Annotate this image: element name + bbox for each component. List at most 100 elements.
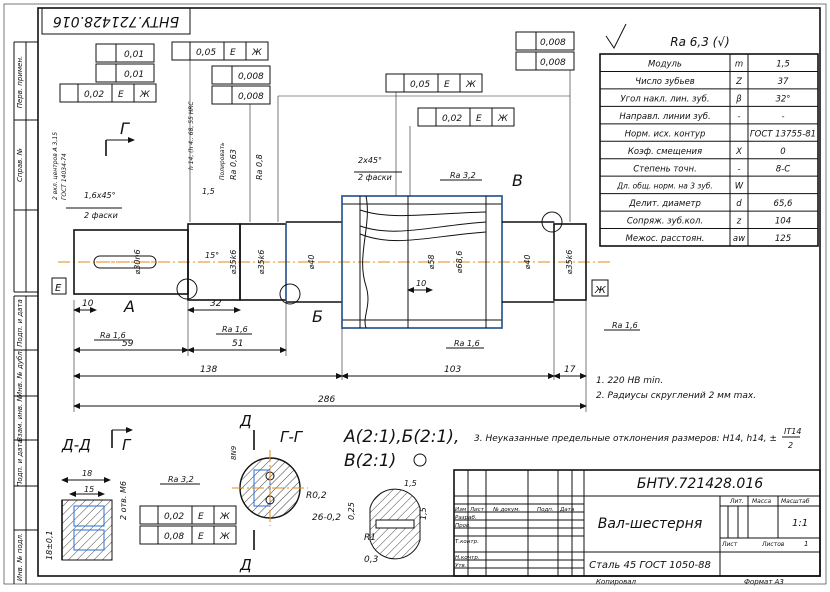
dim-l03: 0,3 [364,555,379,565]
section-G-mark: Г [120,119,130,138]
svg-text:Изм: Изм [455,507,466,513]
tol-5: 0,008 [238,72,264,82]
gear-param-symbol-0: m [735,60,743,70]
scale-note-1: А(2:1),Б(2:1), [343,427,459,447]
gear-param-value-8: 65,6 [774,199,794,209]
tol-11: 0,02 [164,512,184,522]
dim-d40a: ⌀40 [307,255,316,270]
scale-value: 1:1 [792,518,808,529]
ra-4: Ra 1,6 [612,321,638,330]
centers-note-1: 2 вкл. центров А 3,15 [52,132,59,200]
title-block: Изм Лист № докум. Подп. Дата Разраб. Про… [453,469,821,586]
svg-text:Е: Е [198,512,204,522]
title-designation: БНТУ.721428.016 [637,476,763,492]
tol-7: 0,05 [410,80,430,90]
svg-text:Н.контр.: Н.контр. [455,555,480,561]
svg-text:Лист: Лист [469,507,485,513]
svg-text:Ж: Ж [251,48,262,58]
detail-B: Б [312,307,323,326]
chamfer-1: 1,6x45° [84,191,116,200]
gear-param-symbol-2: β [735,94,742,104]
title-material: Сталь 45 ГОСТ 1050-88 [589,560,711,571]
side-stamp: Перв. примен. Справ. № Подп. и дата Инв.… [13,41,38,584]
dim-l10: 10 [82,299,94,309]
svg-text:1: 1 [804,540,808,548]
svg-text:Листов: Листов [761,541,785,548]
svg-text:Т.контр.: Т.контр. [455,539,479,545]
chamfer-2b: 2 фаски [358,173,392,182]
dim-d35b: ⌀35k6 [257,250,266,275]
note-3-num: IT14 [784,427,801,436]
thread-note: 2 отв. M6 [119,481,128,520]
svg-text:Утв.: Утв. [455,563,467,569]
dim-l15d: 1,5 [419,507,428,520]
detail-A: А [123,297,135,316]
tolerance-frames-left: 0,01 0,01 0,02 Е Ж 0,05 Е Ж 0,008 0,008 [59,41,271,222]
svg-text:Г: Г [122,436,132,454]
svg-text:Ж: Ж [219,532,230,542]
datum-E: Е [55,283,62,294]
svg-text:Лист: Лист [721,541,738,548]
gear-param-name-9: Сопряж. зуб.кол. [627,217,703,227]
title-part-name: Вал-шестерня [598,516,703,532]
dim-r1: R1 [364,533,376,543]
note-3-den: 2 [788,441,793,450]
general-roughness: Ra 6,3 (√) [670,35,729,49]
svg-text:Е: Е [198,532,204,542]
svg-text:Д: Д [239,412,252,430]
dim-d35a: ⌀35k6 [229,250,238,275]
side-label-podp1: Подп. и дата [16,299,24,347]
gear-param-name-0: Модуль [648,60,682,70]
svg-text:Е: Е [444,80,450,90]
bottom-tolerance-frames: Ra 3,2 0,02 Е Ж 0,08 Е Ж [139,475,237,545]
dim-l15b: 15 [84,485,94,494]
tol-6: 0,008 [238,92,264,102]
svg-text:Подп.: Подп. [537,507,554,513]
tol-8: 0,02 [442,114,462,124]
gear-param-value-9: 104 [775,217,791,227]
svg-text:Е: Е [476,114,482,124]
ra-5: Ra 3,2 [450,171,476,180]
copied-label: Копировал [596,578,637,586]
outer-border [3,3,827,585]
gear-param-name-4: Норм. исх. контур [625,129,706,139]
gear-param-symbol-9: z [736,217,742,227]
dim-l17: 17 [564,365,576,375]
dim-angle: 15° [205,251,219,260]
tol-1: 0,01 [124,50,144,60]
svg-text:Пров.: Пров. [455,523,471,529]
section-D-D: Д-Д Г 18 15 2 отв. M6 18±0,1 [45,427,133,561]
side-label-inv-podl: Инв. № подл. [16,533,24,581]
centers-note-2: ГОСТ 14034-74 [61,153,68,200]
roughness-symbol [605,23,627,49]
gear-param-name-7: Дл. общ. норм. на 3 зуб. [616,182,713,191]
ra-1: Ra 1,6 [100,331,126,340]
ra-2: Ra 1,6 [222,325,248,334]
svg-text:Ж: Ж [219,512,230,522]
svg-text:Ж: Ж [139,90,150,100]
tol-9: 0,008 [540,38,566,48]
gear-param-name-10: Межос. расстоян. [626,234,705,244]
gear-param-symbol-1: Z [735,77,742,87]
polished-note: Полировать [219,142,226,180]
scale-note-2: В(2:1) [344,451,396,471]
tol-12: 0,08 [164,532,184,542]
gear-param-value-6: 8-С [776,164,790,174]
dim-d686: ⌀68,6 [455,251,464,274]
gear-param-value-3: - [781,112,784,122]
ra-063: Ra 0,63 [229,149,238,180]
gear-param-name-8: Делит. диаметр [628,199,701,209]
gear-param-value-0: 1,5 [776,60,790,70]
section-G-G: Г-Г Д Д 8N9 R0,2 26-0,2 [230,412,341,574]
svg-text:Масштаб: Масштаб [781,498,810,505]
chamfer-1b: 2 фаски [84,211,118,220]
dim-l15: 1,5 [202,187,215,196]
gear-param-symbol-7: W [735,182,744,192]
detail-undercut: 1,5 0,25 1,5 R1 0,3 [347,479,428,565]
svg-text:Лит.: Лит. [729,498,744,505]
ra-3: Ra 1,6 [454,339,480,348]
dim-d35c: ⌀35k6 [565,250,574,275]
side-label-podp2: Подп. и дата [16,439,24,487]
tol-10: 0,008 [540,58,566,68]
